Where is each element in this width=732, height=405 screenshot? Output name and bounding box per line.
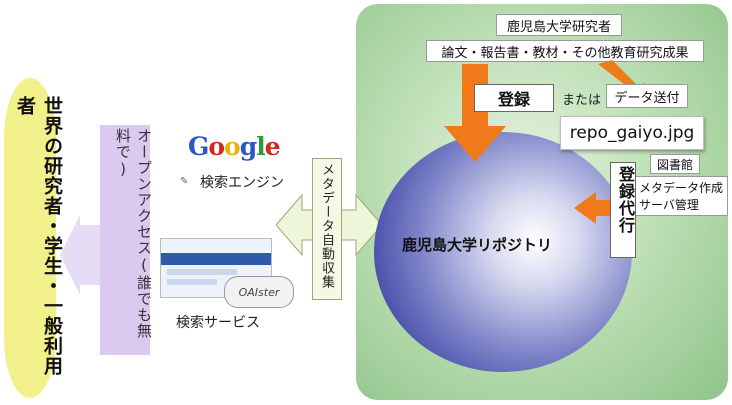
oaister-logo: OAIster [224,276,294,308]
proxy-register-box [610,162,636,258]
google-logo: Google [188,132,281,161]
data-send-box: データ送付 [606,84,688,108]
register-button-box: 登録 [474,84,554,112]
harvest-label-box [312,158,342,300]
register-arrow [444,64,506,162]
search-engine-icon: ✎ [180,176,189,187]
library-line1: メタデータ作成 [639,181,724,195]
repository-sphere [374,132,632,372]
or-label: または [562,93,602,108]
library-title-box: 図書館 [650,154,700,174]
filename-tooltip: repo_gaiyo.jpg [560,116,704,150]
open-access-arrow [60,125,150,355]
users-label: 世界の研究者・学生・一般利用者 [14,96,63,376]
search-engine-label: 検索エンジン [200,175,284,191]
researchers-outputs-box: 論文・報告書・教材・その他教育研究成果 [426,40,704,62]
library-line2: サーバ管理 [639,198,699,212]
users-oval [4,78,56,398]
harvest-label: メタデータ自動収集 [319,163,334,289]
library-details-box: メタデータ作成 サーバ管理 [634,176,728,216]
search-service-label: 検索サービス [176,315,260,331]
researchers-title-box: 鹿児島大学研究者 [496,14,622,36]
repository-label: 鹿児島大学リポジトリ [402,236,553,254]
proxy-register-label: 登録代行 [616,166,635,234]
open-access-label: オープンアクセス(誰でも無料で) [114,128,153,339]
